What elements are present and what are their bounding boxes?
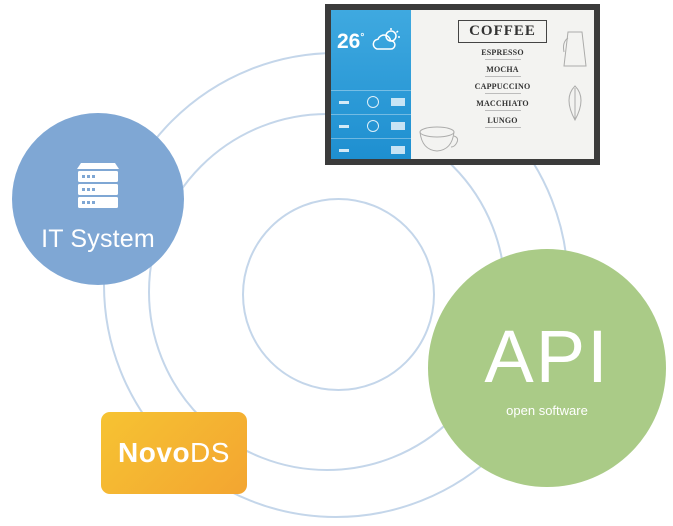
menu-item: CAPPUCCINO (474, 82, 531, 91)
inner-ring (242, 198, 435, 391)
weather-panel: 26° (331, 10, 411, 159)
screen-content: 26° (331, 10, 594, 159)
it-system-label: IT System (41, 225, 155, 253)
temperature: 26° (337, 30, 365, 53)
weather-row (331, 90, 411, 115)
api-subtitle: open software (506, 403, 588, 418)
coffee-menu: COFFEE ESPRESSO MOCHA CAPPUCCINO MACCHIA… (411, 10, 594, 159)
leaf-sketch (568, 85, 582, 122)
novods-logo-light: DS (190, 437, 230, 468)
digital-signage-screen: 26° (325, 4, 600, 165)
server-icon (77, 163, 119, 208)
cloud-sun-icon (372, 28, 400, 50)
menu-title: COFFEE (458, 20, 547, 43)
coffee-pot-sketch (563, 31, 587, 67)
novods-logo: NovoDS (101, 412, 247, 494)
api-title: API (484, 315, 610, 398)
menu-item: LUNGO (487, 116, 518, 125)
coffee-cup-sketch (419, 126, 459, 152)
weather-row (331, 138, 411, 159)
weather-row (331, 114, 411, 139)
it-system-node: IT System (12, 113, 184, 285)
menu-item: ESPRESSO (481, 48, 524, 57)
menu-item: MOCHA (486, 65, 519, 74)
novods-logo-bold: Novo (118, 437, 191, 468)
api-node: API open software (428, 249, 666, 487)
menu-item: MACCHIATO (476, 99, 529, 108)
